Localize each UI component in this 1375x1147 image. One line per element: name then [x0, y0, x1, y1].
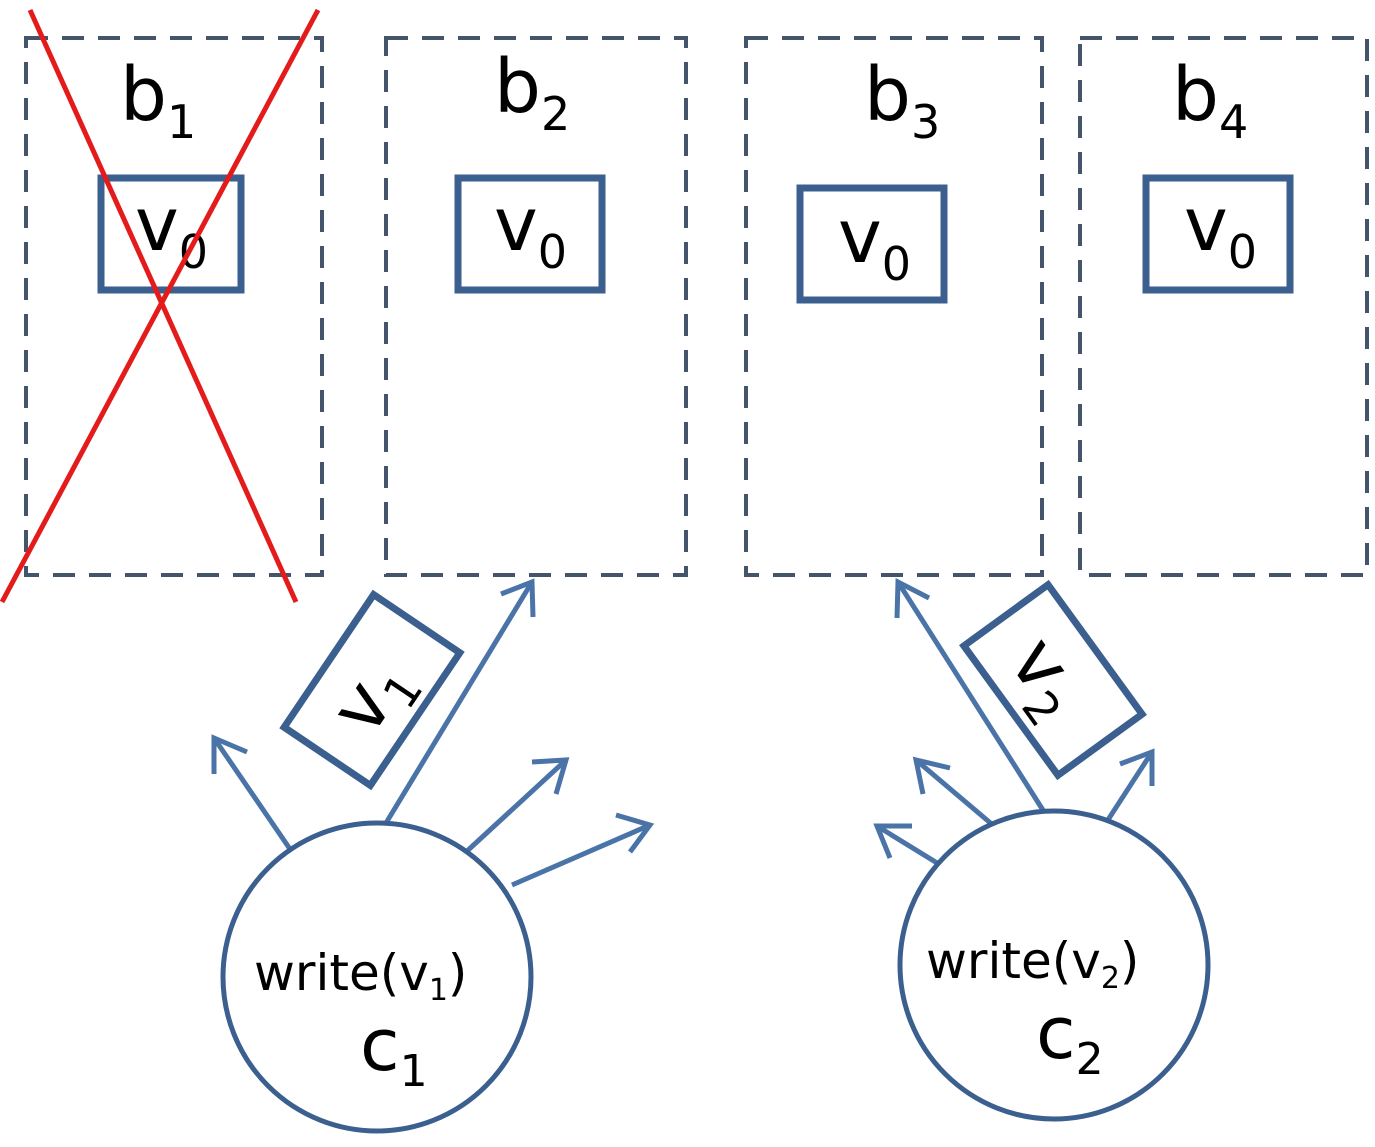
server-b3-label: b3	[864, 52, 940, 149]
server-b2-border	[384, 36, 688, 577]
crash-mark	[0, 8, 321, 604]
client-c2-arrows	[873, 577, 1155, 869]
server-b1-label: b1	[120, 52, 196, 149]
message-v1-box	[279, 589, 465, 791]
value-box-b1	[97, 174, 245, 294]
message-v1: v1	[279, 589, 465, 791]
arrow-c2-to-b3	[894, 577, 1051, 820]
server-b1: b1 v0	[0, 8, 324, 604]
client-c1-circle	[220, 820, 534, 1134]
value-label-b4: v0	[1184, 182, 1257, 279]
value-box-b4	[1142, 174, 1294, 294]
server-b4: b4 v0	[1078, 36, 1369, 577]
crash-line-1	[27, 8, 299, 604]
arrow-c2-right	[1101, 748, 1155, 828]
server-b3-border	[744, 36, 1044, 577]
server-b2: b2 v0	[384, 36, 688, 577]
value-label-b3: v0	[838, 194, 911, 291]
arrow-c1-left	[211, 734, 295, 854]
server-b4-value: v0	[1142, 174, 1294, 294]
client-c2-operation: write(v2)	[926, 932, 1139, 996]
crash-line-2	[0, 8, 321, 604]
server-b2-label: b2	[494, 44, 570, 141]
client-c1-arrows	[211, 578, 655, 888]
arrow-c2-left-2	[873, 823, 944, 869]
server-b4-label: b4	[1172, 52, 1248, 149]
client-c1-label: c1	[360, 1003, 428, 1097]
server-b3: b3 v0	[744, 36, 1044, 577]
client-c1: write(v1) c1	[220, 820, 534, 1134]
server-b1-border	[24, 36, 324, 577]
server-b3-value: v0	[796, 184, 948, 304]
value-box-b3	[796, 184, 948, 304]
message-v2: v2	[959, 579, 1147, 781]
client-c2: write(v2) c2	[897, 808, 1211, 1122]
client-c2-label: c2	[1036, 991, 1104, 1085]
arrow-c1-to-b2	[380, 578, 536, 830]
arrow-c2-left-1	[912, 756, 996, 828]
server-b1-value: v0	[97, 174, 245, 294]
server-b4-border	[1078, 36, 1369, 577]
client-c1-operation: write(v1)	[254, 944, 467, 1008]
message-v2-box	[959, 579, 1147, 781]
value-label-b1: v0	[135, 182, 208, 279]
server-b2-value: v0	[454, 174, 606, 294]
value-box-b2	[454, 174, 606, 294]
arrow-c1-right-2	[511, 812, 655, 888]
arrow-c1-right-1	[464, 757, 570, 854]
value-label-b2: v0	[494, 182, 567, 279]
client-c2-circle	[897, 808, 1211, 1122]
